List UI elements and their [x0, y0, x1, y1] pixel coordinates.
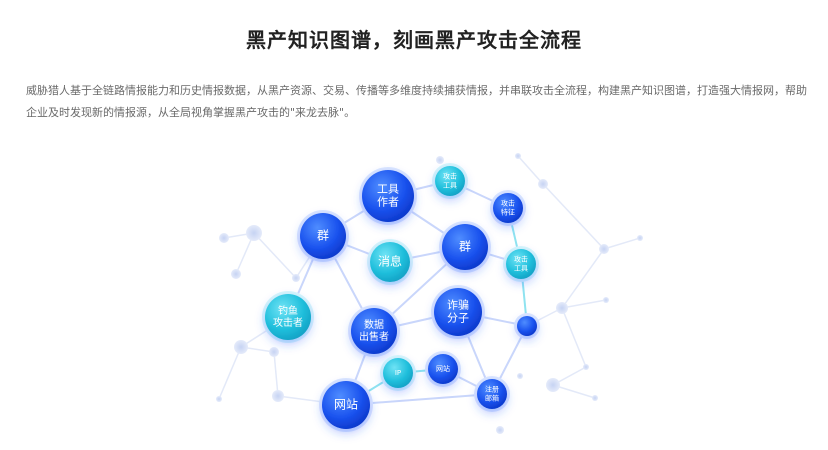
background-link	[552, 384, 596, 399]
node-circle	[493, 193, 523, 223]
background-dot	[599, 244, 609, 254]
background-link	[561, 248, 605, 309]
background-link	[273, 351, 279, 397]
background-dot	[592, 395, 598, 401]
node-label: 工具	[377, 183, 399, 196]
background-dot	[556, 302, 568, 314]
node-group-2[interactable]: 群	[439, 221, 491, 273]
node-label: 群	[317, 229, 329, 243]
node-circle	[428, 354, 458, 384]
node-label: IP	[395, 369, 401, 377]
background-link	[561, 307, 587, 368]
node-circle	[434, 288, 482, 336]
node-message[interactable]: 消息	[367, 239, 413, 285]
node-circle	[435, 166, 465, 196]
node-circle	[517, 316, 537, 336]
node-circle	[265, 294, 311, 340]
node-circle	[300, 213, 346, 259]
background-dot	[234, 340, 248, 354]
node-group-1[interactable]: 群	[297, 210, 349, 262]
node-label: 攻击	[514, 255, 528, 264]
node-circle	[383, 358, 413, 388]
background-dot	[246, 225, 262, 241]
node-label: 注册	[485, 385, 499, 394]
page-title: 黑产知识图谱，刻画黑产攻击全流程	[246, 28, 582, 52]
page-description: 威胁猎人基于全链路情报能力和历史情报数据，从黑产资源、交易、传播等多维度持续捕获…	[26, 84, 807, 119]
background-dot	[583, 364, 589, 370]
background-dot	[603, 297, 609, 303]
node-label: 工具	[443, 182, 457, 190]
node-label: 分子	[447, 312, 469, 325]
node-circle	[362, 170, 414, 222]
node-site-small[interactable]: 网站	[425, 351, 461, 387]
node-label: 作者	[377, 196, 399, 209]
background-dot	[515, 153, 521, 159]
node-label: 邮箱	[485, 394, 499, 403]
node-label: 网站	[334, 398, 358, 412]
background-link	[561, 299, 607, 309]
node-circle	[477, 379, 507, 409]
background-dot	[231, 269, 241, 279]
background-link	[253, 232, 297, 279]
background-dot	[436, 156, 444, 164]
node-label: 特征	[501, 208, 515, 217]
node-circle	[351, 308, 397, 354]
background-link	[542, 183, 605, 250]
node-label: 工具	[514, 265, 528, 273]
background-link	[603, 237, 641, 250]
node-label: 诈骗	[447, 298, 469, 312]
background-dot	[216, 396, 222, 402]
node-blank-node[interactable]	[514, 313, 540, 339]
node-ip[interactable]: IP	[380, 355, 416, 391]
node-circle	[322, 381, 370, 429]
background-dot	[637, 235, 643, 241]
background-link	[517, 155, 544, 185]
background-dot	[292, 274, 300, 282]
node-label: 数据	[364, 318, 384, 331]
node-circle	[506, 249, 536, 279]
node-label: 出售者	[359, 330, 389, 343]
background-dot	[269, 347, 279, 357]
node-label: 消息	[378, 254, 402, 269]
node-label: 攻击者	[273, 316, 303, 329]
node-label: 网站	[436, 364, 450, 373]
background-link	[218, 346, 242, 400]
background-dot	[517, 373, 523, 379]
background-dot	[538, 179, 548, 189]
node-label: 群	[459, 240, 471, 254]
node-circle	[442, 224, 488, 270]
background-dot	[496, 426, 504, 434]
node-label: 钓鱼	[278, 304, 298, 317]
background-dot	[546, 378, 560, 392]
node-label: 攻击	[501, 199, 515, 208]
node-website[interactable]: 网站	[319, 378, 373, 432]
background-dot	[272, 390, 284, 402]
node-circle	[370, 242, 410, 282]
node-label: 攻击	[443, 172, 457, 181]
background-dot	[219, 233, 229, 243]
